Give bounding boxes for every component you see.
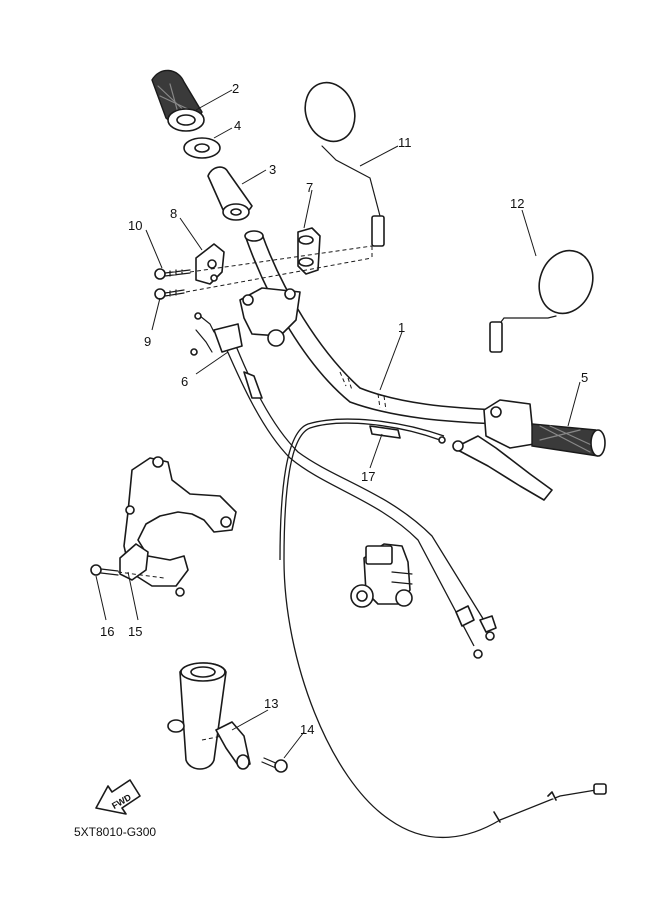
callout-labels: 2 4 3 7 8 10 9 11 12 1 5 6 17 16 15 13 1… [100,81,588,737]
callout-12: 12 [510,196,524,211]
callout-6: 6 [181,374,188,389]
callout-11: 11 [398,135,412,150]
handlebar-upper-holder [239,287,301,347]
callout-16: 16 [100,624,114,639]
frame-head-pipe [167,662,227,770]
callout-17: 17 [361,469,375,484]
callout-7: 7 [306,180,313,195]
clamp-bolt [261,757,288,773]
leader-lines [95,89,581,759]
throttle-tube [207,166,253,221]
callout-4: 4 [234,118,241,133]
screw-lower [154,288,185,300]
guide-bolt [90,564,165,579]
cable-clamp [201,721,251,770]
screw-upper [154,268,191,280]
callout-15: 15 [128,624,142,639]
diagram-code: 5XT8010-G300 [74,825,156,839]
callout-10: 10 [128,218,142,233]
mirror-left [304,81,385,247]
callout-2: 2 [232,81,239,96]
throttle-body [350,543,413,608]
throttle-grip [151,69,205,132]
callout-14: 14 [300,722,314,737]
clutch-cable [279,418,607,839]
clutch-lever [452,435,553,501]
collar-washer [183,137,221,159]
throttle-cable [190,312,497,659]
callout-1: 1 [398,320,405,335]
handlebar-grip-left [483,399,606,457]
cable-guide-bracket [123,456,237,597]
mirror-right [489,249,594,353]
throttle-housing-cap [297,227,321,275]
forward-direction-arrow: FWD [95,779,141,815]
callout-8: 8 [170,206,177,221]
throttle-housing [195,243,225,285]
callout-9: 9 [144,334,151,349]
assembly-reference-lines [185,245,373,293]
cable-guide [119,543,149,581]
callout-13: 13 [264,696,278,711]
callout-5: 5 [581,370,588,385]
callout-3: 3 [269,162,276,177]
